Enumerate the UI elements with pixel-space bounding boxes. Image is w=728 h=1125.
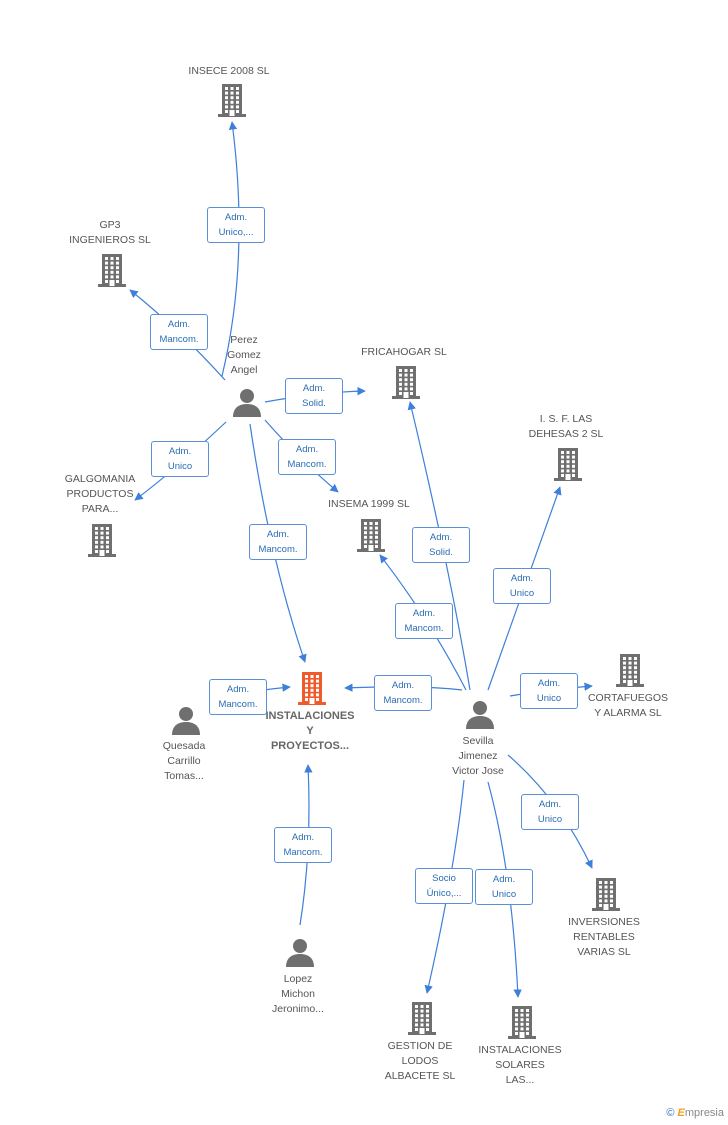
- node-label-inversiones: INVERSIONES RENTABLES VARIAS SL: [568, 916, 640, 958]
- edge-label-perez-gp3[interactable]: Adm. Mancom.: [150, 314, 208, 350]
- building-icon: [554, 448, 582, 481]
- edge-label-sevilla-cortafuegos[interactable]: Adm. Unico: [520, 673, 578, 709]
- person-icon: [466, 701, 494, 729]
- edge-label-perez-main[interactable]: Adm. Mancom.: [249, 524, 307, 560]
- node-gestion[interactable]: [406, 1000, 438, 1041]
- edge-label-perez-galgomania[interactable]: Adm. Unico: [151, 441, 209, 477]
- node-fricahogar[interactable]: [390, 364, 422, 405]
- node-label-lopez: Lopez Michon Jeronimo...: [272, 973, 324, 1015]
- building-icon: [98, 254, 126, 287]
- watermark: © Empresia: [666, 1107, 724, 1119]
- person-icon: [286, 939, 314, 967]
- person-icon: [233, 389, 261, 417]
- node-label-insece: INSECE 2008 SL: [188, 65, 270, 77]
- building-icon: [408, 1002, 436, 1035]
- edge-label-perez-insema[interactable]: Adm. Mancom.: [278, 439, 336, 475]
- brand-name: mpresia: [684, 1107, 724, 1119]
- node-label-sevilla: Sevilla Jimenez Victor Jose: [452, 735, 504, 777]
- edge-label-perez-insece[interactable]: Adm. Unico,...: [207, 207, 265, 243]
- edge-label-sevilla-gestion[interactable]: Socio Único,...: [415, 868, 473, 904]
- edge-label-sevilla-fricahogar[interactable]: Adm. Solid.: [412, 527, 470, 563]
- node-inversiones[interactable]: [590, 876, 622, 917]
- node-insece[interactable]: [216, 82, 248, 123]
- node-gp3[interactable]: [96, 252, 128, 293]
- node-label-galgomania: GALGOMANIA PRODUCTOS PARA...: [64, 473, 136, 515]
- person-icon: [172, 707, 200, 735]
- edge-perez-insece: [221, 121, 240, 377]
- edge-label-sevilla-insema[interactable]: Adm. Mancom.: [395, 603, 453, 639]
- node-label-solares: INSTALACIONES SOLARES LAS...: [478, 1044, 562, 1086]
- edge-label-perez-fricahogar[interactable]: Adm. Solid.: [285, 378, 343, 414]
- node-perez[interactable]: [232, 387, 262, 422]
- edge-label-sevilla-main[interactable]: Adm. Mancom.: [374, 675, 432, 711]
- brand-initial: E: [677, 1107, 685, 1119]
- building-icon: [298, 672, 326, 705]
- node-label-gestion: GESTION DE LODOS ALBACETE SL: [384, 1040, 456, 1082]
- node-label-gp3: GP3 INGENIEROS SL: [69, 219, 151, 246]
- edge-label-sevilla-solares[interactable]: Adm. Unico: [475, 869, 533, 905]
- node-label-main: INSTALACIONES Y PROYECTOS...: [265, 710, 355, 752]
- edge-label-sevilla-inversiones[interactable]: Adm. Unico: [521, 794, 579, 830]
- node-main[interactable]: [296, 670, 328, 711]
- building-icon: [357, 519, 385, 552]
- copyright-icon: ©: [666, 1107, 675, 1119]
- building-icon: [392, 366, 420, 399]
- building-icon: [592, 878, 620, 911]
- node-label-insema: INSEMA 1999 SL: [328, 498, 410, 510]
- node-label-perez: Perez Gomez Angel: [227, 334, 261, 376]
- node-label-fricahogar: FRICAHOGAR SL: [361, 346, 447, 358]
- building-icon: [508, 1006, 536, 1039]
- edge-label-lopez-main[interactable]: Adm. Mancom.: [274, 827, 332, 863]
- node-lopez[interactable]: [285, 937, 315, 972]
- edge-label-sevilla-isf[interactable]: Adm. Unico: [493, 568, 551, 604]
- node-quesada[interactable]: [171, 705, 201, 740]
- node-label-cortafuegos: CORTAFUEGOS Y ALARMA SL: [587, 692, 669, 719]
- node-label-isf: I. S. F. LAS DEHESAS 2 SL: [528, 413, 604, 440]
- edge-label-quesada-main[interactable]: Adm. Mancom.: [209, 679, 267, 715]
- node-insema[interactable]: [355, 517, 387, 558]
- building-icon: [88, 524, 116, 557]
- building-icon: [616, 654, 644, 687]
- node-galgomania[interactable]: [86, 522, 118, 563]
- node-isf[interactable]: [552, 446, 584, 487]
- node-solares[interactable]: [506, 1004, 538, 1045]
- node-sevilla[interactable]: [465, 699, 495, 734]
- node-cortafuegos[interactable]: [614, 652, 646, 693]
- node-label-quesada: Quesada Carrillo Tomas...: [162, 740, 206, 782]
- building-icon: [218, 84, 246, 117]
